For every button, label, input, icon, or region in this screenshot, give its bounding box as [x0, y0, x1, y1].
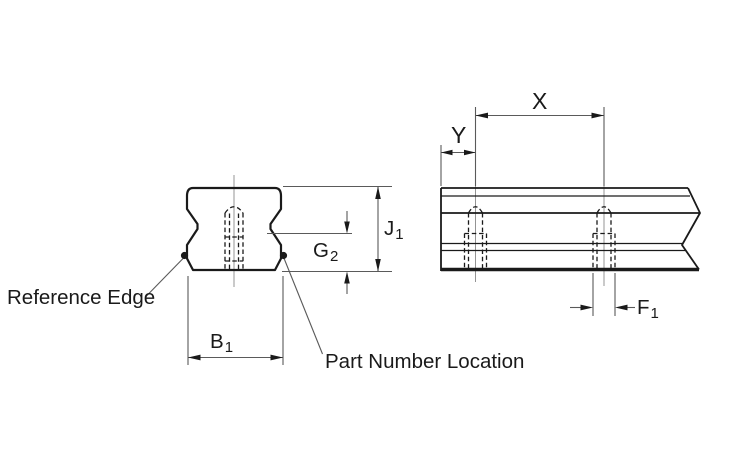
- side-view: [440, 107, 701, 316]
- b1-arrow-right: [270, 354, 283, 361]
- side-hole-right: [592, 206, 616, 268]
- x-dimension-label: X: [532, 90, 548, 113]
- side-hole-left: [463, 206, 488, 268]
- reference-edge-leader: [145, 256, 185, 298]
- f1-base: F: [637, 296, 650, 319]
- part-number-leader: [282, 256, 324, 355]
- cross-section-hole-hidden-lines: [224, 206, 244, 270]
- side-view-outline: [440, 187, 701, 272]
- f1-subscript: 1: [650, 305, 659, 322]
- x-arrow-right: [591, 112, 604, 119]
- f1-dimension-label: F1: [637, 296, 659, 322]
- cross-section-arrowheads: [180, 186, 381, 361]
- reference-edge-dot: [180, 251, 189, 260]
- g2-arrow-top: [344, 221, 350, 234]
- j1-arrow-top: [375, 186, 381, 199]
- hole-cone-tip: [224, 206, 244, 214]
- y-base: Y: [451, 122, 467, 148]
- g2-dimension-label: G2: [313, 239, 339, 265]
- b1-dimension-label: B1: [210, 330, 234, 356]
- g2-base: G: [313, 239, 329, 262]
- y-arrow-left: [441, 149, 453, 156]
- f1-arrow-left: [580, 304, 593, 311]
- b1-subscript: 1: [224, 339, 234, 356]
- reference-edge-label: Reference Edge: [7, 286, 156, 309]
- g2-arrow-bottom: [344, 271, 350, 284]
- x-arrow-left: [475, 112, 488, 119]
- j1-arrow-bottom: [375, 259, 381, 272]
- rail-break-zigzag: [681, 187, 701, 271]
- cross-section-outline: [185, 186, 283, 272]
- g2-subscript: 2: [329, 248, 339, 265]
- j1-dimension-label: J1: [384, 217, 404, 243]
- f1-arrow-right: [615, 304, 628, 311]
- j1-subscript: 1: [395, 226, 404, 243]
- cross-section-dimension-lines: [187, 185, 392, 365]
- part-number-dot: [279, 251, 288, 260]
- callout-leader-lines: [145, 256, 324, 355]
- side-view-arrowheads: [441, 112, 628, 311]
- side-view-hole-hidden-lines: [463, 206, 616, 268]
- cross-section-view: [145, 175, 392, 365]
- y-dimension-label: Y: [451, 124, 467, 147]
- b1-arrow-left: [188, 354, 201, 361]
- j1-base: J: [384, 217, 395, 240]
- b1-base: B: [210, 330, 224, 353]
- y-arrow-right: [464, 149, 476, 156]
- part-number-location-label: Part Number Location: [325, 350, 525, 373]
- x-base: X: [532, 88, 548, 114]
